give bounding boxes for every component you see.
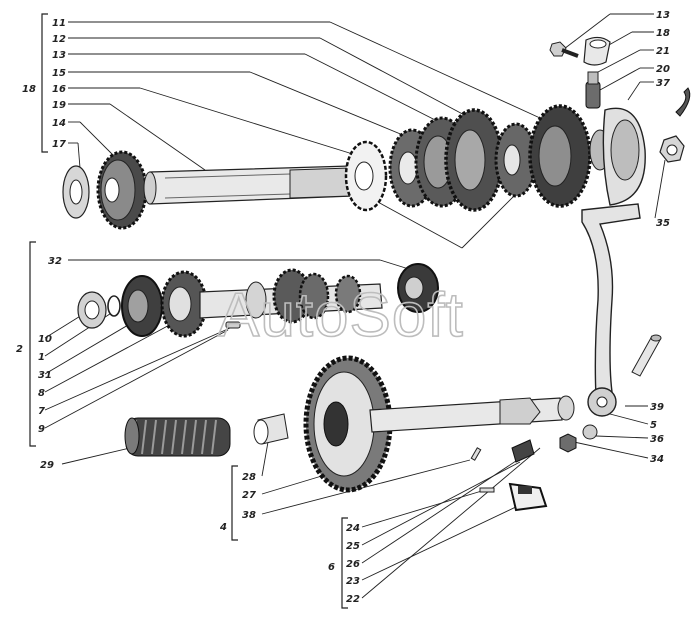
upper-shaft-assembly — [62, 36, 691, 230]
callout-24: 24 — [346, 523, 360, 534]
callout-31: 31 — [38, 370, 52, 381]
middle-shaft-assembly — [77, 263, 439, 338]
callout-1: 1 — [38, 352, 45, 363]
callout-9: 9 — [38, 424, 45, 435]
brackets — [29, 13, 348, 609]
callout-39: 39 — [650, 402, 664, 413]
callout-16: 16 — [52, 84, 66, 95]
callout-20: 20 — [656, 64, 670, 75]
lower-shaft-assembly — [253, 355, 575, 512]
callout-21: 21 — [656, 46, 670, 57]
callout-14: 14 — [52, 118, 66, 129]
leader-lines — [44, 13, 666, 599]
callout-7: 7 — [38, 406, 45, 417]
callout-29: 29 — [40, 460, 54, 471]
callout-2: 2 — [16, 344, 23, 355]
callout-23: 23 — [346, 576, 360, 587]
callout-8: 8 — [38, 388, 45, 399]
callout-35: 35 — [656, 218, 670, 229]
callout-18-group: 18 — [22, 84, 36, 95]
callout-19: 19 — [52, 100, 66, 111]
shift-lever — [559, 203, 662, 453]
spring — [124, 417, 231, 457]
callout-5: 5 — [650, 420, 657, 431]
callout-17: 17 — [52, 139, 66, 150]
callout-34: 34 — [650, 454, 664, 465]
watermark: AutoSoft — [218, 281, 464, 350]
callout-10: 10 — [38, 334, 52, 345]
callout-28: 28 — [242, 472, 256, 483]
callout-12: 12 — [52, 34, 66, 45]
callout-22: 22 — [346, 594, 360, 605]
callout-26: 26 — [346, 559, 360, 570]
callout-38: 38 — [242, 510, 256, 521]
callout-27: 27 — [242, 490, 256, 501]
callout-labels: 11 12 13 15 16 19 14 17 18 13 18 21 20 3… — [16, 10, 670, 605]
callout-18-cap: 18 — [656, 28, 670, 39]
callout-32: 32 — [48, 256, 62, 267]
callout-4: 4 — [219, 522, 227, 533]
callout-6: 6 — [328, 562, 335, 573]
callout-36: 36 — [650, 434, 664, 445]
callout-13: 13 — [52, 50, 66, 61]
callout-15: 15 — [52, 68, 66, 79]
callout-25: 25 — [346, 541, 360, 552]
callout-13-bolt: 13 — [656, 10, 670, 21]
callout-11: 11 — [52, 18, 66, 29]
callout-37: 37 — [656, 78, 670, 89]
